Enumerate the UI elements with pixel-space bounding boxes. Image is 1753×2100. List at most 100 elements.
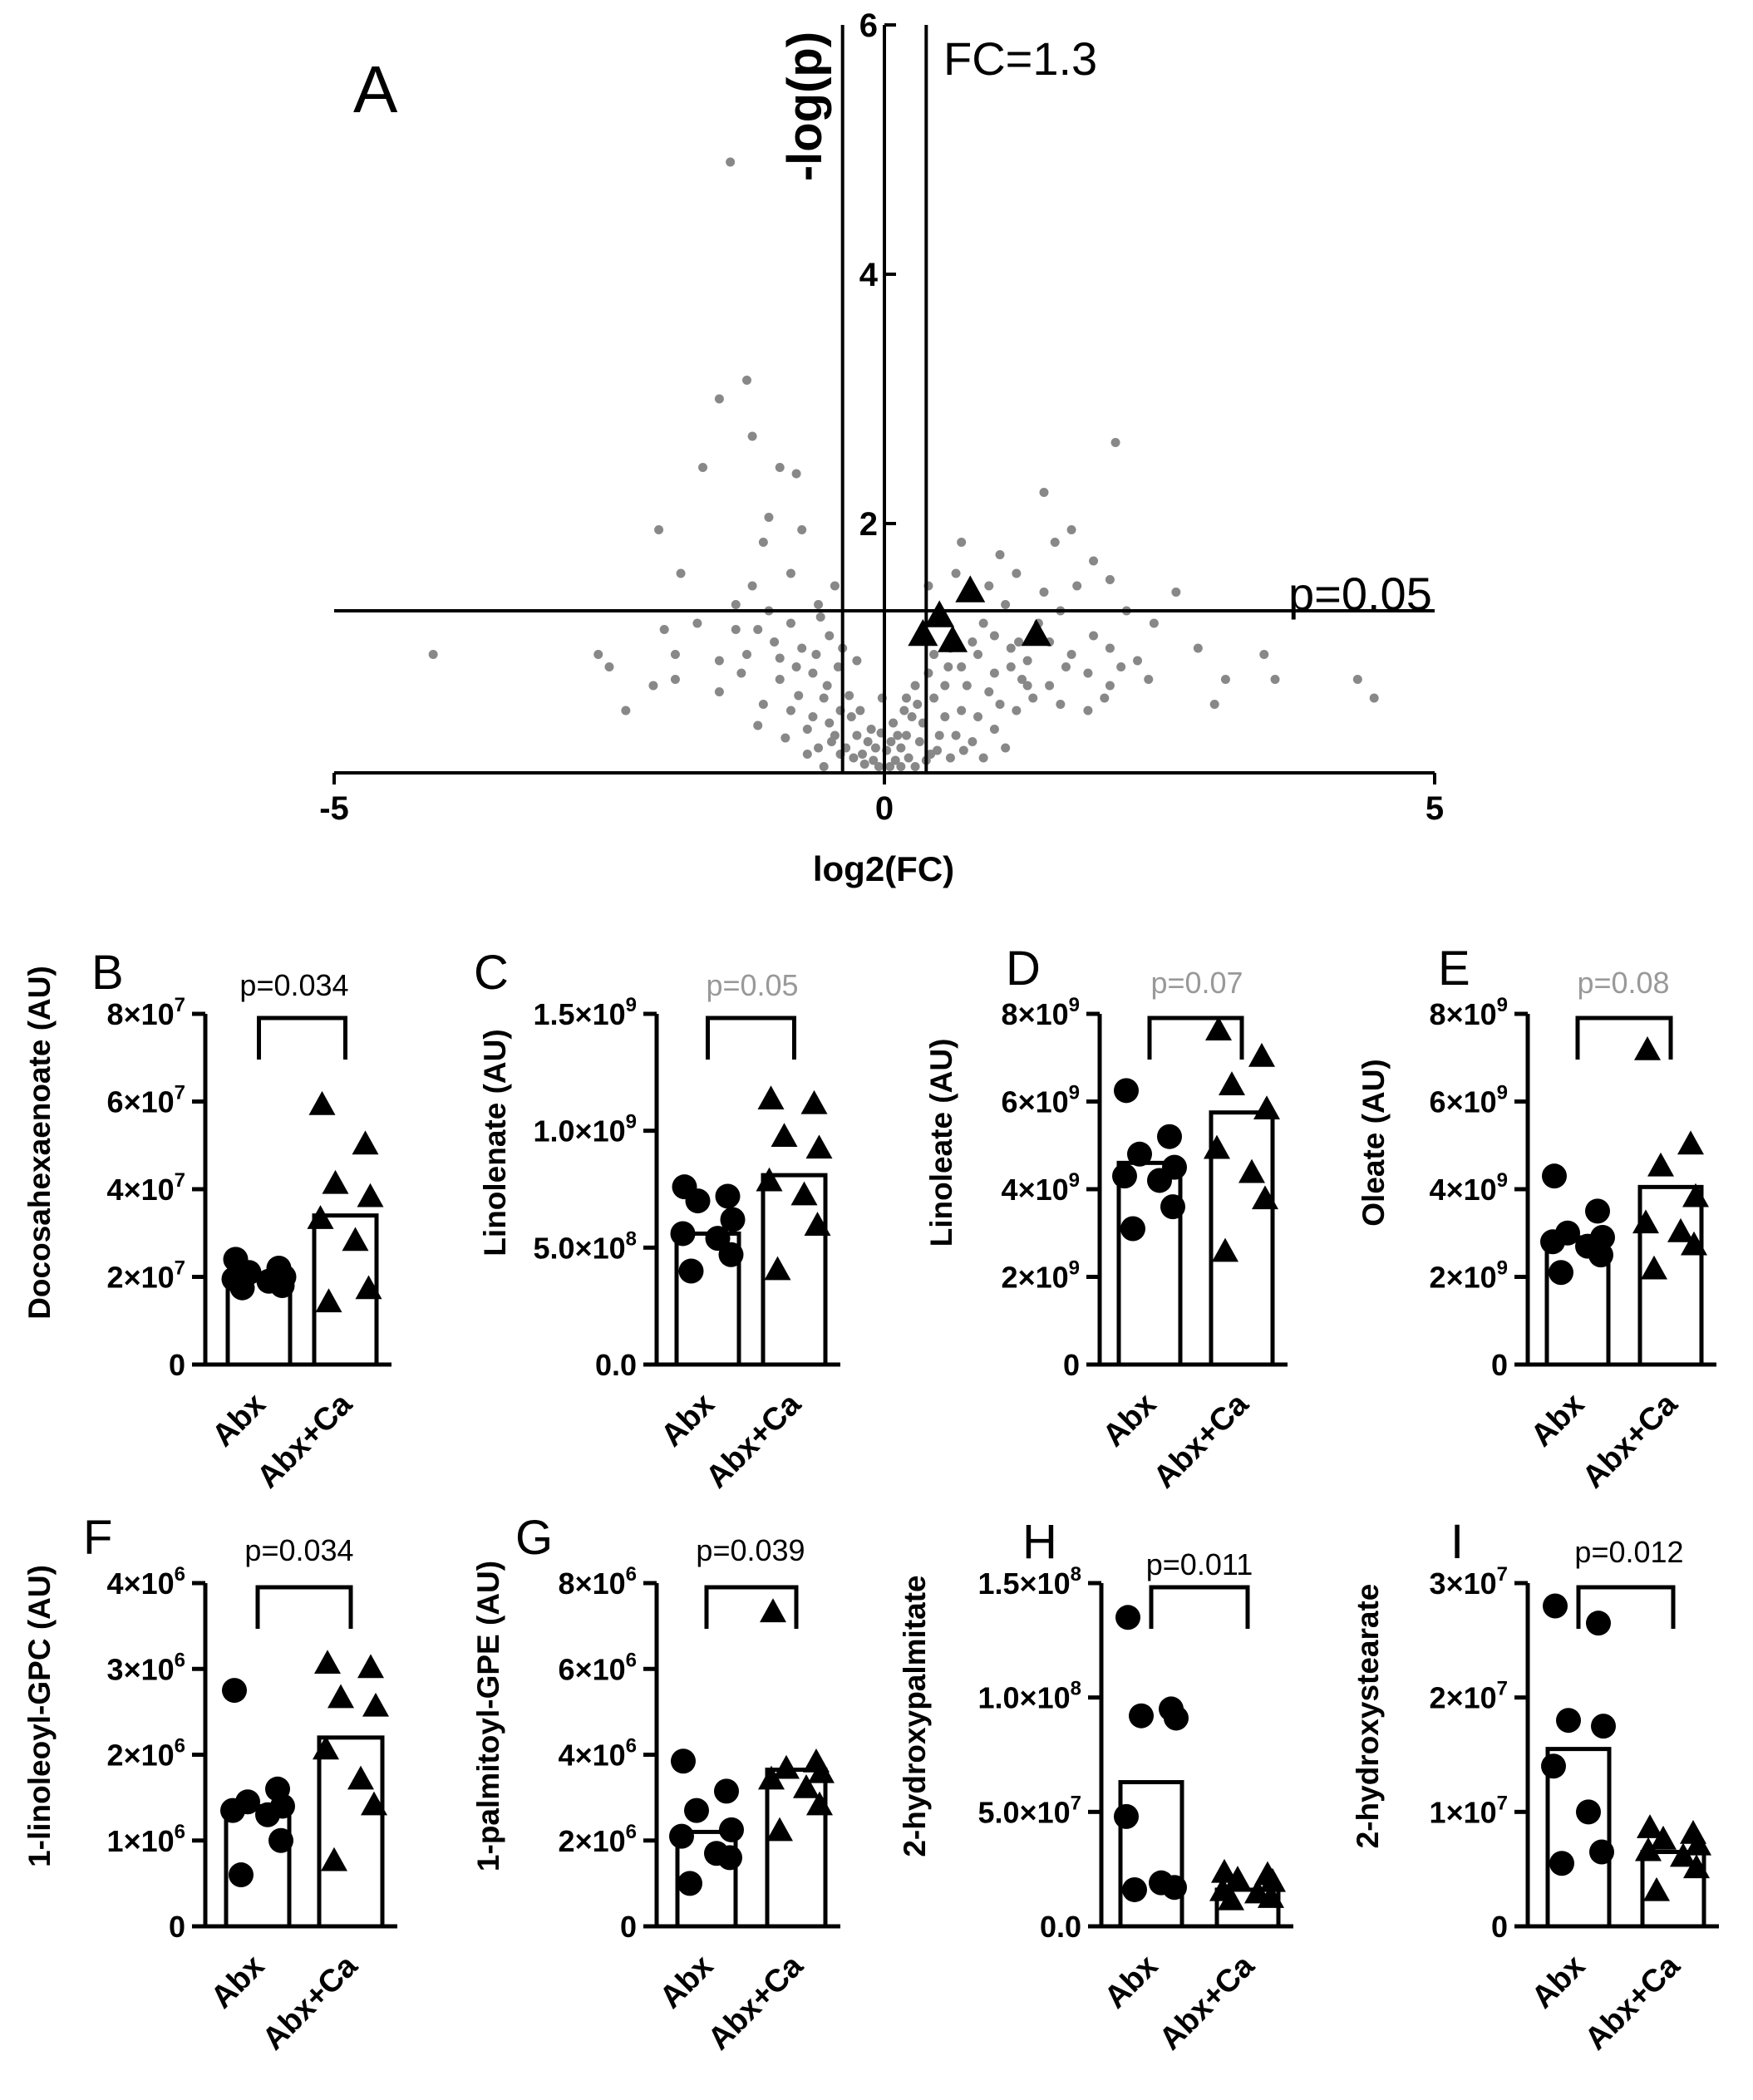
volcano-point-68 (819, 762, 829, 771)
panel-c-category-label-2: Abx+Ca (699, 1386, 808, 1495)
panel-g-y-tick-label-3: 6×106 (559, 1649, 637, 1686)
volcano-point-83 (1022, 656, 1032, 666)
volcano-point-23 (825, 631, 835, 641)
panel-b-abxca-point-2 (322, 1169, 349, 1194)
panel-h-abx-point-2 (1129, 1703, 1154, 1729)
volcano-point-45 (874, 762, 884, 771)
volcano-point-75 (913, 700, 923, 709)
volcano-point-15 (731, 600, 741, 609)
panel-b: B p=0.034 Docosahexaenoate (AU) 02×1074×… (22, 946, 391, 1495)
panel-i-abx-point-2 (1556, 1708, 1581, 1734)
panel-d-y-tick-label-2: 4×109 (1002, 1169, 1080, 1207)
volcano-point-140 (1369, 693, 1379, 703)
volcano-point-91 (1012, 568, 1022, 578)
volcano-point-113 (1083, 706, 1093, 716)
volcano-highlight-2 (938, 625, 968, 652)
panel-h-y-tick-label-0: 0.0 (1040, 1910, 1081, 1944)
panel-d-bar-1 (1116, 1160, 1183, 1367)
panel-g-y-tick-label-2: 4×106 (559, 1735, 637, 1773)
panel-letter-c: C (474, 946, 509, 1000)
volcano-point-4 (698, 463, 708, 472)
volcano-point-12 (747, 581, 757, 591)
volcano-point-32 (808, 668, 818, 678)
panel-c-y-axis-title: Linolenate (AU) (478, 1029, 512, 1256)
panel-d-abxca-point-7 (1212, 1237, 1238, 1262)
panel-i: I p=0.012 2-hydroxystearate 01×1072×1073… (1351, 1515, 1719, 2057)
panel-b-abxca-point-5 (342, 1227, 369, 1252)
volcano-point-53 (844, 691, 854, 701)
panel-g-abx-point-2 (684, 1798, 709, 1823)
panel-f-category-label-1: Abx (204, 1949, 271, 2015)
volcano-point-48 (814, 743, 824, 753)
volcano-point-94 (1072, 581, 1082, 591)
panel-g-y-tick-label-0: 0 (620, 1910, 637, 1944)
volcano-point-111 (1144, 675, 1154, 684)
volcano-point-129 (910, 681, 920, 691)
panel-e-abxca-point-5 (1667, 1217, 1694, 1242)
panel-letter-d: D (1006, 942, 1041, 996)
panel-g-y-tick-label-4: 8×106 (559, 1563, 637, 1601)
volcano-highlight-3 (955, 575, 986, 602)
volcano-point-64 (775, 653, 785, 663)
volcano-point-114 (1056, 700, 1066, 709)
panel-b-abxca-point-4 (307, 1205, 334, 1229)
panel-e-category-label-2: Abx+Ca (1576, 1386, 1685, 1495)
volcano-point-1 (742, 376, 751, 385)
panel-d-abxca-point-3 (1253, 1095, 1280, 1119)
volcano-point-147 (899, 706, 909, 716)
panel-c-abxca-point-3 (805, 1134, 833, 1159)
volcano-point-171 (826, 737, 836, 746)
panel-g: G p=0.039 1-palmitoyl-GPE (AU) 02×1064×1… (471, 1511, 840, 2057)
panel-b-y-tick-label-2: 4×107 (107, 1169, 185, 1207)
volcano-point-20 (785, 618, 795, 628)
volcano-point-43 (858, 750, 868, 759)
volcano-highlight-0 (908, 618, 938, 647)
panel-g-abx-point-4 (669, 1823, 694, 1849)
volcano-point-146 (889, 718, 899, 728)
panel-c-abxca-point-0 (757, 1085, 785, 1110)
panel-b-abxca-point-6 (355, 1275, 382, 1300)
panel-d: D p=0.07 Linoleate (AU) 02×1094×1096×109… (924, 942, 1288, 1495)
volcano-point-65 (802, 750, 812, 759)
panel-e-category-label-1: Abx (1524, 1387, 1591, 1453)
panel-c: C p=0.05 Linolenate (AU) 0.05.0×1081.0×1… (474, 946, 840, 1495)
volcano-point-148 (896, 762, 906, 771)
panel-i-abx-point-4 (1541, 1753, 1566, 1779)
volcano-point-73 (901, 730, 911, 740)
volcano-point-162 (968, 637, 977, 647)
volcano-point-61 (794, 691, 804, 701)
volcano-point-60 (770, 637, 780, 647)
volcano-x-tick-label-1: 0 (875, 790, 894, 827)
panel-c-abx-point-2 (685, 1188, 711, 1214)
panel-f-abxca-point-4 (313, 1735, 339, 1760)
volcano-point-29 (714, 687, 724, 696)
volcano-point-0 (726, 157, 736, 167)
volcano-point-50 (866, 725, 876, 734)
panel-g-abxca-point-7 (766, 1817, 793, 1842)
panel-g-category-label-2: Abx+Ca (702, 1948, 810, 2057)
panel-e-y-tick-label-0: 0 (1491, 1348, 1508, 1382)
panel-g-abxca-point-3 (808, 1758, 835, 1783)
panel-e-abx-point-4 (1540, 1229, 1565, 1255)
volcano-point-3 (747, 431, 757, 441)
volcano-point-86 (1083, 668, 1093, 678)
panel-c-significance-bracket (706, 1016, 796, 1060)
panel-letter-b: B (91, 946, 124, 1000)
panel-h-abx-point-7 (1122, 1876, 1147, 1902)
panel-i-y-tick-label-3: 3×107 (1430, 1563, 1508, 1601)
volcano-point-142 (1209, 700, 1219, 709)
panel-h-y-tick-label-2: 1.0×108 (978, 1678, 1081, 1715)
panel-g-category-label-1: Abx (653, 1949, 720, 2015)
volcano-point-112 (1100, 693, 1110, 703)
volcano-point-100 (1110, 438, 1120, 447)
volcano-point-136 (1259, 650, 1269, 659)
panel-e-y-tick-label-4: 8×109 (1430, 994, 1508, 1031)
panel-e: E p=0.08 Oleate (AU) 02×1094×1096×1098×1… (1357, 942, 1716, 1495)
panel-h: H p=0.011 2-hydroxypalmitate 0.05.0×1071… (898, 1515, 1293, 2057)
volcano-point-155 (1001, 743, 1011, 753)
volcano-y-axis-title: -log(p) (778, 32, 832, 181)
volcano-point-38 (802, 725, 812, 734)
panel-d-y-tick-label-3: 6×109 (1002, 1082, 1080, 1119)
volcano-point-57 (852, 656, 862, 666)
